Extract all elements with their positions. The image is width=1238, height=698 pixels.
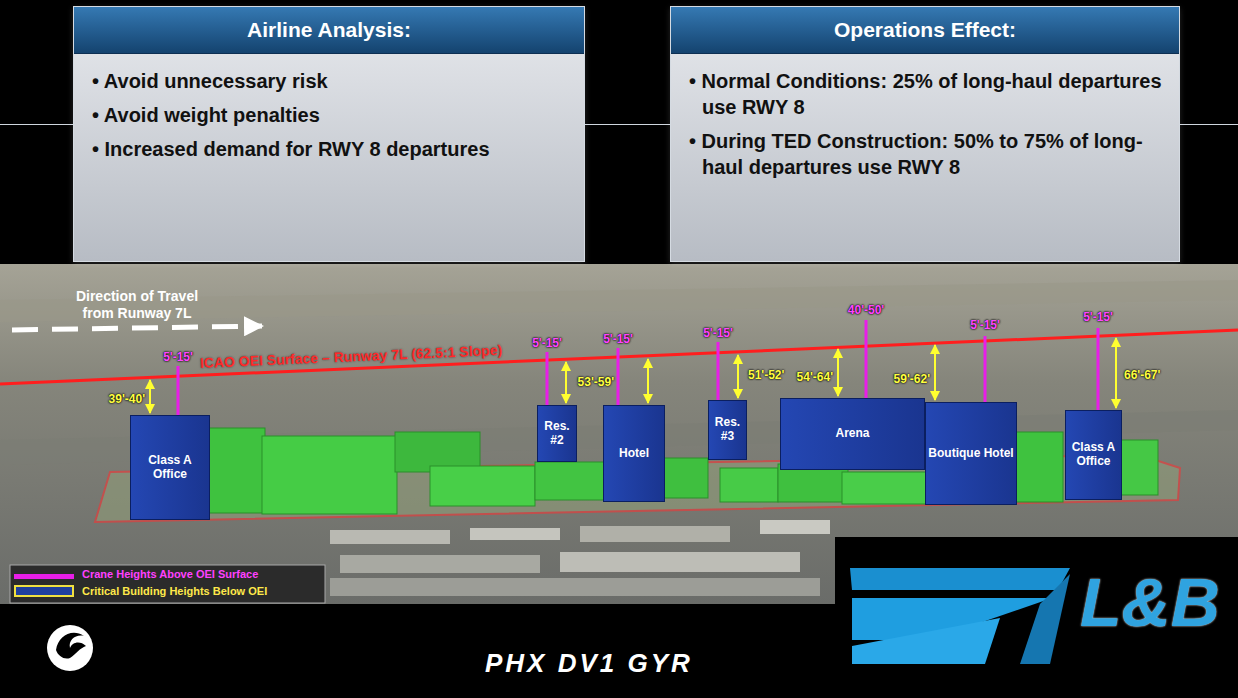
building-box: Class A Office [130, 415, 210, 520]
green-building [205, 428, 265, 513]
roof-patch [560, 552, 800, 572]
building-box: Hotel [603, 405, 665, 502]
building-box: Boutique Hotel [925, 402, 1017, 505]
green-building [842, 472, 927, 504]
footer-code: PHX DV1 GYR [485, 648, 693, 678]
info-panel: Operations Effect: • Normal Conditions: 2… [670, 6, 1180, 262]
city-logo [47, 625, 93, 671]
legend-swatch [14, 574, 74, 579]
building-label: Class A Office [1066, 439, 1121, 471]
green-building [535, 462, 605, 500]
logo-wing [1020, 574, 1070, 664]
clearance-arrow [837, 349, 839, 396]
crane-height: 5'-15' [703, 326, 733, 340]
clearance-height: 53'-59' [578, 375, 614, 389]
clearance-arrow [934, 345, 936, 400]
clearance-arrow [737, 355, 739, 398]
surface-label: ICAO OEI Surface – Runway 7L (62.5:1 Slo… [200, 342, 503, 371]
green-building [1015, 432, 1063, 502]
crane-line [1097, 328, 1100, 420]
clearance-arrow [1115, 338, 1117, 408]
building-label: Arena [833, 425, 871, 443]
clearance-arrow [565, 362, 567, 403]
clearance-height: 51'-52' [748, 368, 784, 382]
direction-label: Direction of Travel from Runway 7L [62, 288, 212, 322]
crane-height: 5'-15' [163, 350, 193, 364]
building-box: Arena [780, 398, 925, 470]
green-building [1118, 440, 1158, 495]
clearance-height: 54'-64' [797, 370, 833, 384]
roof-patch [760, 520, 830, 534]
building-box: Class A Office [1065, 410, 1122, 500]
distant-land [0, 280, 1238, 322]
building-label: Class A Office [131, 452, 209, 484]
bullet-text: • Increased demand for RWY 8 departures [92, 136, 568, 162]
building-label: Res. #3 [709, 414, 746, 446]
logo-text: L&B [1080, 568, 1220, 636]
logo-wing [850, 568, 1070, 590]
crane-height: 5'-15' [1083, 310, 1113, 324]
legend-box [10, 565, 325, 603]
legend-swatch [14, 585, 74, 597]
building-label: Res. #2 [538, 418, 576, 450]
panel-title: Airline Analysis: [82, 18, 576, 42]
clearance-height: 66'-67' [1124, 368, 1160, 382]
direction-arrow [12, 326, 262, 330]
roof-patch [340, 555, 540, 573]
roof-patch [330, 578, 820, 596]
legend-text: Crane Heights Above OEI Surface [82, 567, 258, 581]
building-box: Res. #3 [708, 400, 747, 460]
green-building [663, 458, 708, 498]
green-building [262, 436, 397, 514]
panel-header: Operations Effect: [671, 7, 1179, 54]
building-label: Boutique Hotel [926, 445, 1015, 463]
green-building [430, 466, 535, 506]
crane-height: 5'-15' [532, 336, 562, 350]
green-building [720, 468, 778, 502]
crane-height: 5'-15' [970, 318, 1000, 332]
panel-body: • Normal Conditions: 25% of long-haul de… [671, 54, 1179, 198]
panel-title: Operations Effect: [679, 18, 1171, 42]
bullet-text: • During TED Construction: 50% to 75% of… [689, 128, 1163, 180]
info-panel: Airline Analysis: • Avoid unnecessary ris… [73, 6, 585, 262]
clearance-arrow [149, 380, 151, 413]
building-box: Res. #2 [537, 405, 577, 462]
bullet-text: • Normal Conditions: 25% of long-haul de… [689, 68, 1163, 120]
clearance-arrow [647, 359, 649, 403]
roof-patch [330, 530, 450, 544]
crane-height: 5'-15' [603, 332, 633, 346]
roof-patch [580, 526, 730, 542]
logo-wing [852, 618, 1000, 664]
crane-height: 40'-50' [848, 303, 884, 317]
phoenix-bird [56, 633, 86, 659]
bullet-text: • Avoid unnecessary risk [92, 68, 568, 94]
legend-text: Critical Building Heights Below OEI [82, 584, 267, 598]
bullet-text: • Avoid weight penalties [92, 102, 568, 128]
roof-patch [470, 528, 560, 540]
logo-box [835, 537, 1238, 698]
panel-body: • Avoid unnecessary risk • Avoid weight p… [74, 54, 584, 180]
building-label: Hotel [617, 445, 651, 463]
clearance-height: 59'-62' [894, 372, 930, 386]
clearance-height: 39'-40' [109, 392, 145, 406]
panel-header: Airline Analysis: [74, 7, 584, 54]
